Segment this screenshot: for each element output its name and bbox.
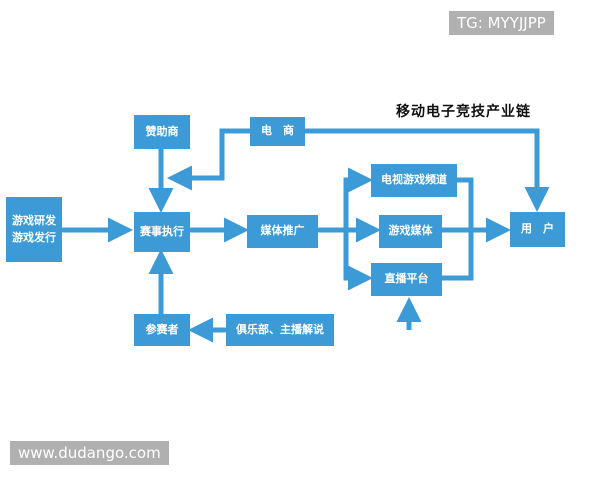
arrow-media-to-tv	[318, 167, 373, 233]
node-media-promo: 媒体推广	[247, 215, 318, 248]
node-user: 用 户	[510, 212, 565, 247]
top-watermark: TG: MYYJJPP	[449, 11, 554, 35]
node-event: 赛事执行	[134, 212, 190, 252]
node-participants: 参赛者	[134, 314, 190, 346]
arrow-live-to-user	[442, 230, 474, 281]
node-ecommerce: 电 商	[250, 117, 305, 146]
node-clubs: 俱乐部、主播解说	[226, 314, 334, 346]
arrow-tv-to-user	[457, 177, 474, 230]
node-sponsor: 赞助商	[134, 115, 190, 149]
node-tv-channel: 电视游戏频道	[371, 164, 457, 197]
arrow-ecommerce-to-event	[167, 128, 250, 191]
diagram-title: 移动电子竞技产业链	[396, 104, 531, 120]
node-game-media: 游戏媒体	[379, 215, 442, 248]
node-live-platform: 直播平台	[371, 263, 442, 296]
bottom-watermark: www.dudango.com	[10, 441, 169, 465]
node-game-dev: 游戏研发 游戏发行	[6, 197, 62, 262]
arrow-media-to-live	[343, 230, 373, 291]
arrow-ecommerce-to-user	[305, 128, 550, 212]
